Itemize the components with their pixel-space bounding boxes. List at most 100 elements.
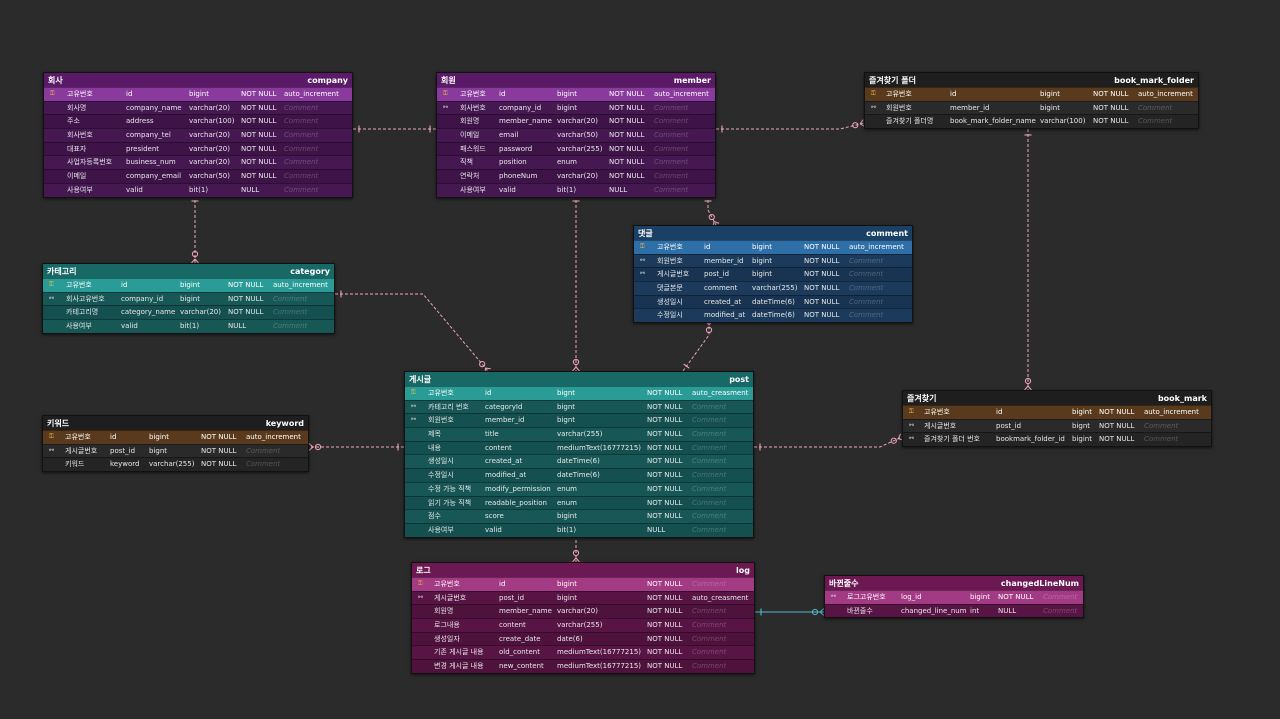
column-physical-name: address bbox=[126, 117, 154, 126]
column-extra: Comment bbox=[1144, 435, 1179, 444]
rel-post-comment[interactable] bbox=[682, 320, 713, 372]
rel-member-post[interactable] bbox=[572, 195, 580, 372]
foreign-key-icon: ⚯ bbox=[640, 270, 646, 278]
rel-category-post[interactable] bbox=[335, 290, 491, 374]
rel-log-changedlinenum[interactable] bbox=[755, 608, 825, 616]
primary-key-icon: ⚿ bbox=[50, 90, 55, 97]
column-logical-name: 수정 가능 직책 bbox=[428, 484, 472, 493]
column-type: mediumText(16777215) bbox=[557, 662, 642, 671]
rel-member-comment[interactable] bbox=[704, 195, 720, 227]
column-nullable: NOT NULL bbox=[804, 297, 840, 306]
column-type: dateTime(6) bbox=[752, 297, 795, 306]
rel-post-bookmark[interactable] bbox=[754, 433, 904, 451]
rel-company-category[interactable] bbox=[191, 195, 199, 264]
rel-member-bookmarkfolder[interactable] bbox=[716, 119, 866, 133]
column-type: varchar(20) bbox=[189, 144, 230, 153]
rel-company-member[interactable] bbox=[353, 125, 436, 133]
rel-bookmarkfolder-bookmark[interactable] bbox=[1024, 129, 1032, 391]
column-physical-name: created_at bbox=[704, 297, 742, 306]
column-extra: Comment bbox=[273, 322, 308, 331]
column-extra: Comment bbox=[284, 103, 319, 112]
column-logical-name: 고유번호 bbox=[65, 433, 91, 441]
rel-post-keyword[interactable] bbox=[308, 443, 404, 451]
